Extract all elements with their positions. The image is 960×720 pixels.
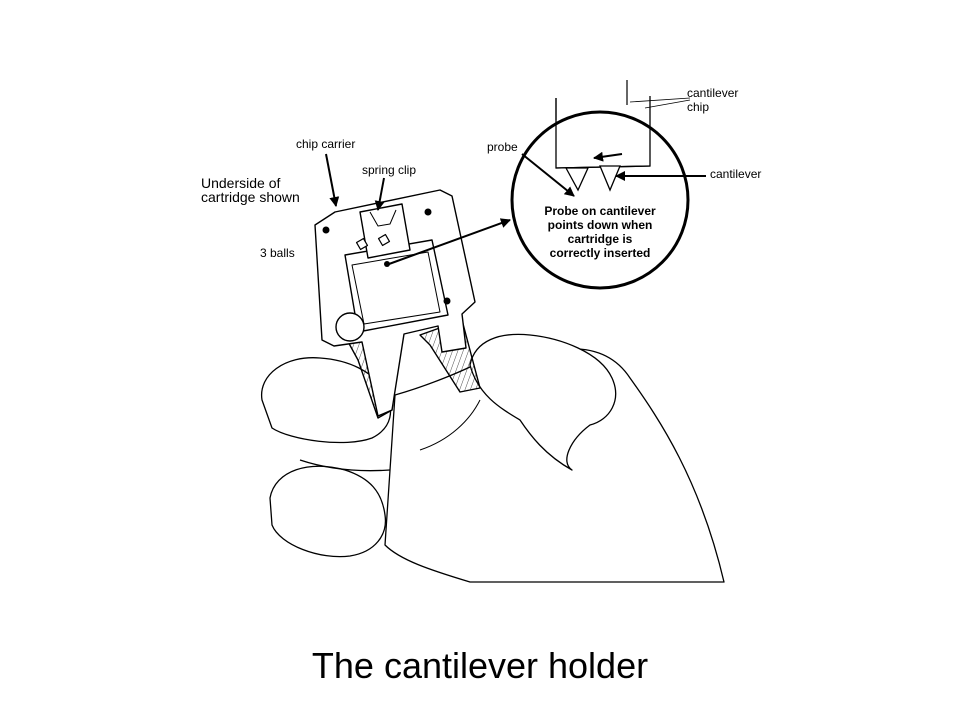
- clip-part-left: [355, 237, 369, 251]
- spring-clip: [359, 203, 411, 259]
- inset-magnified-view: [510, 80, 706, 290]
- label-three-balls: 3 balls: [260, 246, 295, 260]
- label-probe: probe: [487, 140, 518, 154]
- label-cantilever-chip-1: cantilever: [687, 86, 738, 100]
- inset-text-4: correctly inserted: [550, 246, 651, 260]
- ball-2: [424, 208, 432, 216]
- arrow-to-inset: [388, 218, 511, 265]
- inset-text-1: Probe on cantilever: [544, 204, 656, 218]
- hand-lower-finger: [269, 465, 387, 558]
- inset-text-2: points down when: [548, 218, 653, 232]
- label-spring-clip: spring clip: [362, 163, 416, 177]
- hand-illustration: [261, 333, 725, 583]
- label-underside-2: cartridge shown: [201, 189, 300, 205]
- arrow-cantilever-chip: [644, 99, 691, 109]
- figure-caption: The cantilever holder: [311, 645, 649, 686]
- clip-part-right: [377, 233, 391, 247]
- cartridge-round-hole: [335, 312, 365, 342]
- inset-text-3: cartridge is: [568, 232, 633, 246]
- inset-circle: [510, 110, 690, 290]
- arrow-chip-carrier: [325, 153, 340, 207]
- hand-thumb: [469, 333, 617, 471]
- arrow-probe: [521, 153, 575, 197]
- ball-1: [322, 226, 330, 234]
- label-chip-carrier: chip carrier: [296, 137, 355, 151]
- arrow-cantilever-2: [593, 151, 623, 162]
- label-cantilever-chip-2: chip: [687, 100, 709, 114]
- main-arrows: [325, 153, 511, 265]
- arrow-spring-clip: [374, 177, 385, 211]
- probe-tip: [564, 167, 590, 192]
- label-cantilever: cantilever: [710, 167, 761, 181]
- ball-3: [443, 297, 451, 305]
- label-underside-1: Underside of: [201, 175, 280, 191]
- probe-location-dot: [384, 261, 390, 267]
